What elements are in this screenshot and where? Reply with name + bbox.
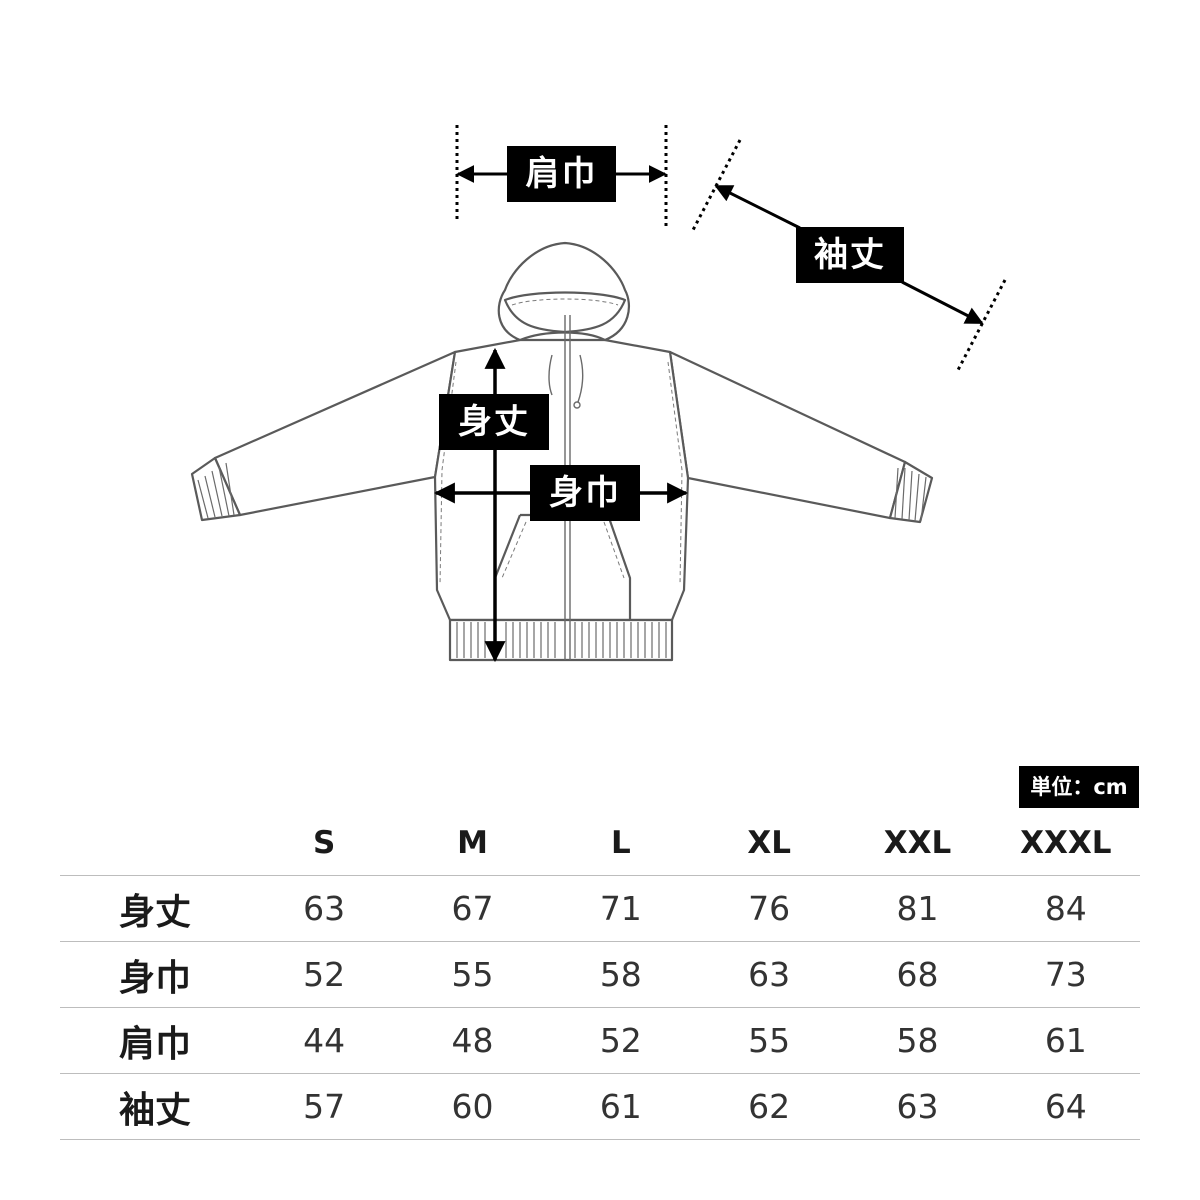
table-cell: 61	[546, 1073, 695, 1140]
row-label: 身丈	[60, 875, 250, 942]
size-header: M	[457, 824, 488, 861]
table-cell: 52	[250, 941, 399, 1008]
table-cell: 58	[843, 1007, 992, 1074]
table-cell: 55	[398, 941, 547, 1008]
table-cell: 73	[991, 941, 1140, 1008]
table-cell: 55	[694, 1007, 844, 1074]
table-cell: 64	[991, 1073, 1140, 1140]
table-cell: 62	[694, 1073, 844, 1140]
right-sleeve	[668, 350, 907, 520]
size-header: XXXL	[1020, 824, 1112, 861]
sleeve-length-dimension	[691, 139, 1007, 371]
rib-lines	[197, 462, 927, 658]
hoodie-diagram	[190, 125, 1007, 663]
body-length-label: 身丈	[439, 394, 549, 450]
row-label: 袖丈	[60, 1073, 250, 1140]
size-header: XL	[747, 824, 791, 861]
table-cell: 76	[694, 875, 844, 942]
row-label: 身巾	[60, 941, 250, 1008]
table-cell: 63	[250, 875, 399, 942]
header-corner	[60, 810, 250, 876]
table-cell: 60	[398, 1073, 547, 1140]
table-cell: 67	[398, 875, 547, 942]
table-cell: 63	[694, 941, 844, 1008]
size-header: L	[610, 824, 631, 861]
table-row: 袖丈 57 60 61 62 63 64	[60, 1073, 1140, 1140]
sleeve-length-label: 袖丈	[796, 227, 904, 283]
unit-badge: 単位：cm	[1019, 766, 1139, 808]
table-cell: 52	[546, 1007, 695, 1074]
table-cell: 84	[991, 875, 1140, 942]
shoulder-width-dimension	[455, 125, 668, 226]
table-cell: 71	[546, 875, 695, 942]
shoulder-width-label: 肩巾	[507, 146, 616, 202]
table-cell: 61	[991, 1007, 1140, 1074]
table-row: 肩巾 44 48 52 55 58 61	[60, 1007, 1140, 1074]
hem-rib	[448, 618, 674, 662]
body-width-label: 身巾	[530, 465, 640, 521]
table-cell: 81	[843, 875, 992, 942]
table-cell: 58	[546, 941, 695, 1008]
table-cell: 68	[843, 941, 992, 1008]
table-cell: 63	[843, 1073, 992, 1140]
hoodie-outline	[190, 241, 934, 662]
table-cell: 44	[250, 1007, 399, 1074]
hood-opening	[503, 291, 627, 334]
size-header-row: S M L XL XXL XXXL	[60, 810, 1140, 876]
size-header: XXL	[883, 824, 952, 861]
table-row: 身巾 52 55 58 63 68 73	[60, 941, 1140, 1008]
left-sleeve	[213, 350, 457, 517]
table-cell: 57	[250, 1073, 399, 1140]
size-table: S M L XL XXL XXXL 身丈 63 67 71 76 81 84 身…	[60, 810, 1140, 1140]
table-cell: 48	[398, 1007, 547, 1074]
size-header: S	[313, 824, 336, 861]
row-label: 肩巾	[60, 1007, 250, 1074]
table-row: 身丈 63 67 71 76 81 84	[60, 875, 1140, 942]
